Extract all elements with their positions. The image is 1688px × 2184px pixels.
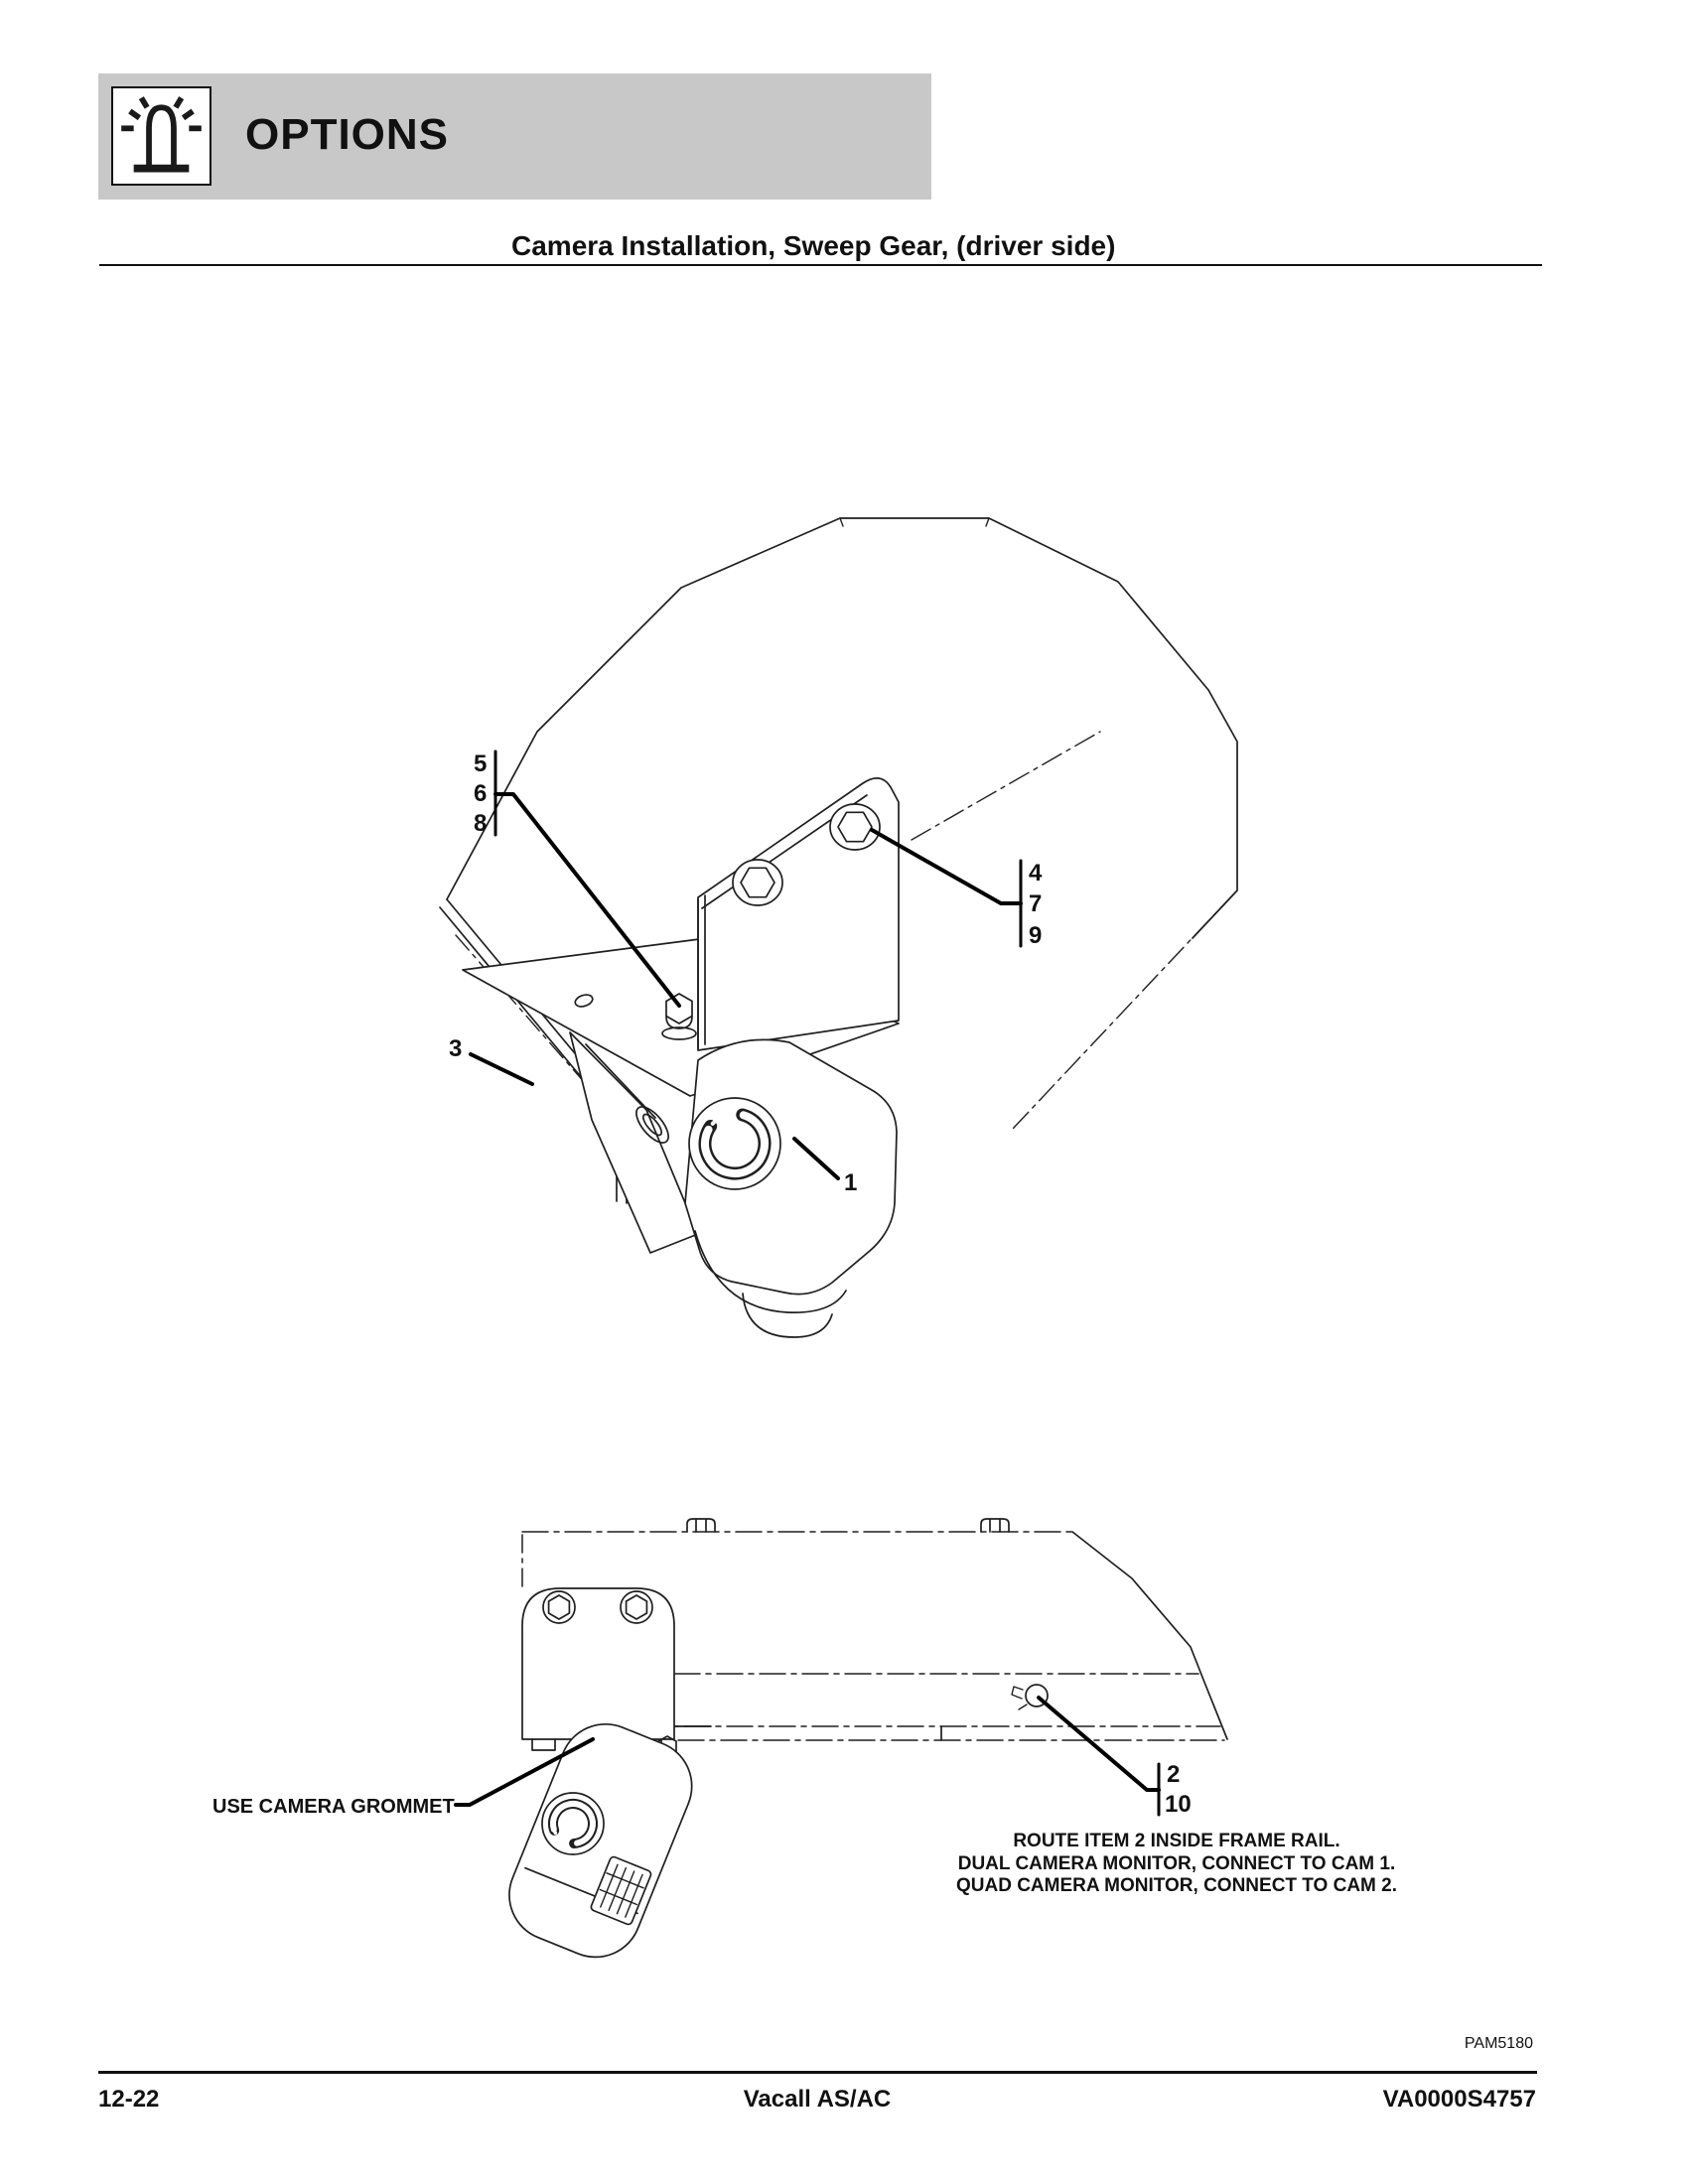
page-title: Camera Installation, Sweep Gear, (driver… [511, 230, 1116, 261]
callout-number-4: 4 [1029, 860, 1043, 887]
footer-document-number: VA0000S4757 [1382, 2086, 1536, 2113]
beacon-icon-box [111, 86, 211, 186]
beacon-light-icon [113, 88, 210, 184]
callout-number-10: 10 [1165, 1791, 1192, 1818]
callout-number-7: 7 [1029, 890, 1043, 917]
frame-rail-drawing [508, 1518, 1228, 1959]
figure-code: PAM5180 [1464, 2035, 1533, 2052]
callout-number-3: 3 [449, 1035, 463, 1062]
footer-page-number: 12-22 [98, 2086, 160, 2113]
footer-model: Vacall AS/AC [743, 2086, 892, 2113]
callout-leader-lines [454, 750, 1161, 1817]
routing-note-line-3: QUAD CAMERA MONITOR, CONNECT TO CAM 2. [955, 1875, 1398, 1896]
options-banner [98, 73, 931, 200]
callout-number-1: 1 [844, 1169, 858, 1196]
callout-number-9: 9 [1029, 922, 1043, 949]
title-rule [99, 264, 1542, 266]
callout-number-2: 2 [1167, 1761, 1181, 1788]
callout-number-5: 5 [474, 751, 488, 777]
routing-note: ROUTE ITEM 2 INSIDE FRAME RAIL. DUAL CAM… [928, 1831, 1425, 1898]
routing-note-line-2: DUAL CAMERA MONITOR, CONNECT TO CAM 1. [957, 1852, 1396, 1874]
routing-note-line-1: ROUTE ITEM 2 INSIDE FRAME RAIL. [1013, 1831, 1340, 1851]
footer-rule [98, 2071, 1537, 2074]
grommet-note: USE CAMERA GROMMET [212, 1796, 455, 1818]
callout-number-8: 8 [474, 810, 488, 837]
section-title: OPTIONS [245, 110, 450, 159]
sweep-gear-hood-drawing [439, 517, 1238, 1338]
callout-number-6: 6 [474, 780, 488, 807]
